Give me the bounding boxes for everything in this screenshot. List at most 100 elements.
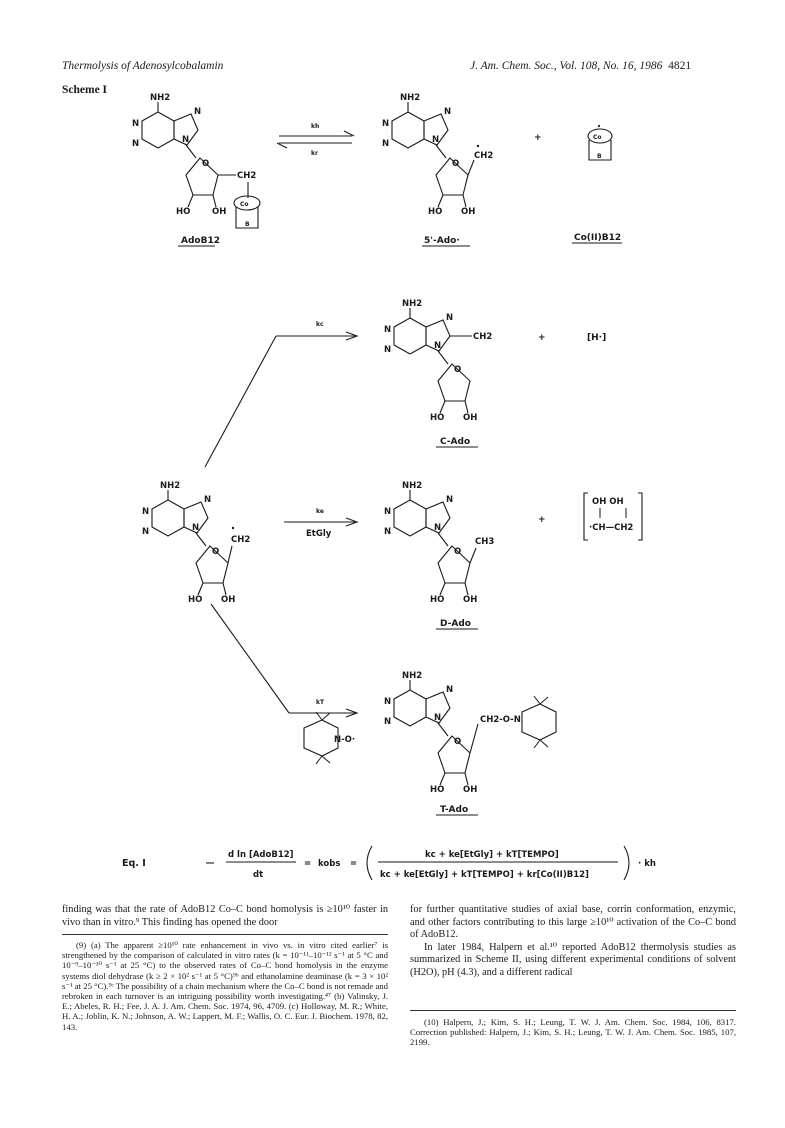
n-label: N [382, 139, 389, 149]
equation-numerator: kc + ke[EtGly] + kT[TEMPO] [425, 850, 559, 860]
n-label: N [434, 713, 441, 723]
rate-ke: ke [316, 508, 324, 515]
ch2-label: CH2 [237, 171, 256, 181]
ch2-label: CH2 [231, 535, 250, 545]
n-label: N [446, 495, 453, 505]
etgly-label: EtGly [306, 529, 332, 539]
tempo-structure: N-O· [303, 711, 355, 765]
journal-citation: J. Am. Chem. Soc., Vol. 108, No. 16, 198… [470, 60, 663, 72]
nh2-label: NH2 [402, 481, 422, 491]
o-label: O [454, 365, 461, 375]
footnote-rule-left [62, 934, 388, 935]
body-right-paragraph-1: for further quantitative studies of axia… [410, 904, 736, 941]
ho-label: HO [176, 207, 190, 217]
plus-sign: + [538, 333, 546, 343]
equation-label: Eq. I [122, 858, 146, 869]
ho-label: HO [428, 207, 442, 217]
equation-lhs-numerator: d ln [AdoB12] [228, 850, 294, 860]
n-label: N [384, 325, 391, 335]
ado-radical-structure: NH2 N N N N O CH2 HO OH [382, 93, 493, 217]
oh-label: OH [463, 595, 477, 605]
rate-kh: kh [311, 123, 319, 130]
d-ado-structure: NH2 N N N N O CH3 HO OH [384, 481, 494, 605]
oh-oh-label: OH OH [592, 497, 624, 507]
o-label: O [202, 159, 209, 169]
b-label: B [597, 153, 602, 160]
ch-ch2-label: ·CH—CH2 [589, 523, 633, 533]
body-left-paragraph: finding was that the rate of AdoB12 Co–C… [62, 904, 388, 928]
n-label: N [434, 523, 441, 533]
oh-label: OH [212, 207, 226, 217]
adob12-structure: NH2 N N N N O CH2 HO OH Co B [132, 93, 261, 229]
footnote-10: (10) Halpern, J.; Kim, S. H.; Leung, T. … [410, 1017, 736, 1048]
ch2-label: CH2 [473, 332, 492, 342]
ho-label: HO [188, 595, 202, 605]
n-label: N [432, 135, 439, 145]
o-label: O [454, 737, 461, 747]
n-label: N [446, 685, 453, 695]
body-right-paragraph-2: In later 1984, Halpern et al.¹⁰ reported… [410, 941, 736, 978]
equation-times-kh: · kh [638, 859, 656, 869]
n-label: N [384, 527, 391, 537]
n-label: N [446, 313, 453, 323]
rate-kt: kT [316, 699, 325, 706]
n-label: N [444, 107, 451, 117]
n-label: N [384, 717, 391, 727]
footnote-9: (9) (a) The apparent ≥10¹⁰ rate enhancem… [62, 940, 388, 1032]
n-label: N [384, 345, 391, 355]
rate-equation: Eq. I d ln [AdoB12] dt = kobs = kc + ke[… [122, 845, 656, 881]
body-right-column: for further quantitative studies of axia… [410, 904, 736, 980]
rate-kc: kc [316, 321, 324, 328]
nh2-label: NH2 [400, 93, 420, 103]
ado-radical-intermediate: NH2 N N N N O CH2 HO OH [142, 481, 250, 605]
ho-label: HO [430, 785, 444, 795]
c-ado-structure: NH2 N N N N CH2 O HO OH [384, 299, 492, 423]
equals-sign: = [304, 859, 311, 869]
n-label: N [142, 527, 149, 537]
oh-label: OH [461, 207, 475, 217]
nh2-label: NH2 [402, 671, 422, 681]
oh-label: OH [221, 595, 235, 605]
scheme-title: Scheme I [62, 84, 108, 96]
equals-sign: = [350, 859, 357, 869]
b-label: B [245, 221, 250, 228]
compound-label-t-ado: T-Ado [440, 805, 468, 815]
ho-label: HO [430, 595, 444, 605]
co-label: Co [240, 201, 249, 208]
plus-sign: + [534, 133, 542, 143]
compound-label-adob12: AdoB12 [181, 236, 220, 246]
equation-lhs-denominator: dt [253, 870, 263, 880]
o-label: O [454, 547, 461, 557]
compound-label-ado-radical: 5'-Ado· [424, 236, 460, 246]
n-label: N [384, 507, 391, 517]
compound-label-cob12: Co(II)B12 [574, 233, 621, 243]
scheme-diagram: NH2 N N N N O CH2 HO OH Co B AdoB12 kh k… [122, 93, 656, 881]
co-label: Co [593, 134, 602, 141]
n-label: N [142, 507, 149, 517]
running-header-journal: J. Am. Chem. Soc., Vol. 108, No. 16, 198… [470, 60, 691, 72]
n-label: N [194, 107, 201, 117]
ho-label: HO [430, 413, 444, 423]
nh2-label: NH2 [150, 93, 170, 103]
rate-kr: kr [311, 150, 318, 157]
oh-label: OH [463, 785, 477, 795]
running-header-title: Thermolysis of Adenosylcobalamin [62, 60, 224, 72]
n-label: N [384, 697, 391, 707]
n-label: N [204, 495, 211, 505]
o-label: O [212, 547, 219, 557]
page-number: 4821 [668, 60, 692, 72]
ch3-label: CH3 [475, 537, 494, 547]
ch2-label: CH2 [474, 151, 493, 161]
compound-label-c-ado: C-Ado [440, 437, 470, 447]
h-radical-label: [H·] [587, 333, 606, 343]
n-label: N [434, 341, 441, 351]
o-label: O [452, 159, 459, 169]
n-label: N [192, 523, 199, 533]
equation-denominator: kc + ke[EtGly] + kT[TEMPO] + kr[Co(II)B1… [380, 870, 589, 880]
cob12-structure: Co B [587, 124, 613, 161]
n-label: N [132, 139, 139, 149]
n-label: N [382, 119, 389, 129]
footnote-rule-right [410, 1010, 736, 1011]
nh2-label: NH2 [160, 481, 180, 491]
t-ado-structure: NH2 N N N N O CH2-O-N HO OH [384, 671, 557, 795]
